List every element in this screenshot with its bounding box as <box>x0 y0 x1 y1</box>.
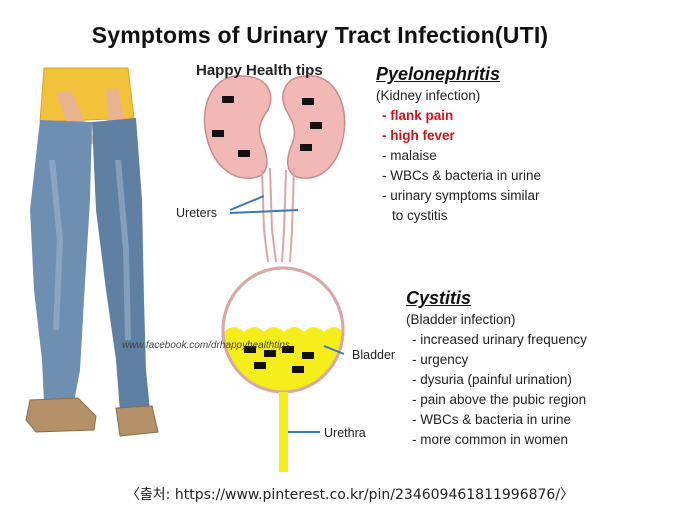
right-kidney <box>282 75 346 179</box>
ureters-label: Ureters <box>176 206 217 220</box>
pyelonephritis-section: Pyelonephritis (Kidney infection) - flan… <box>376 62 636 226</box>
pyelonephritis-subheading: (Kidney infection) <box>376 88 481 103</box>
left-kidney <box>203 75 272 179</box>
list-item: - WBCs & bacteria in urine <box>412 412 572 427</box>
source-caption: 〈출처: https://www.pinterest.co.kr/pin/234… <box>125 487 575 503</box>
list-item: - flank pain <box>382 108 454 123</box>
pyelonephritis-heading: Pyelonephritis <box>376 64 501 84</box>
list-item: - malaise <box>382 148 437 163</box>
cystitis-heading: Cystitis <box>406 288 472 308</box>
list-item: to cystitis <box>392 208 448 223</box>
list-item: - urgency <box>412 352 469 367</box>
list-item: - more common in women <box>412 432 569 447</box>
urethra-label: Urethra <box>324 426 366 440</box>
ureters <box>261 167 295 263</box>
cystitis-subheading: (Bladder infection) <box>406 312 516 327</box>
person-illustration <box>25 67 159 437</box>
subtitle: Happy Health tips <box>196 62 323 79</box>
pointer-lines <box>229 195 345 433</box>
list-item: - pain above the pubic region <box>412 392 587 407</box>
page-title: Symptoms of Urinary Tract Infection(UTI) <box>91 22 549 48</box>
list-item: - increased urinary frequency <box>412 332 587 347</box>
list-item: - dysuria (painful urination) <box>412 372 572 387</box>
watermark: www.facebook.com/drhappyhealthtips <box>122 340 290 351</box>
urethra-tube <box>279 392 288 472</box>
bladder <box>221 266 345 394</box>
cystitis-section: Cystitis (Bladder infection) - increased… <box>406 286 666 450</box>
list-item: - high fever <box>382 128 455 143</box>
bladder-label: Bladder <box>352 348 396 362</box>
list-item: - urinary symptoms similar <box>382 188 540 203</box>
list-item: - WBCs & bacteria in urine <box>382 168 542 183</box>
